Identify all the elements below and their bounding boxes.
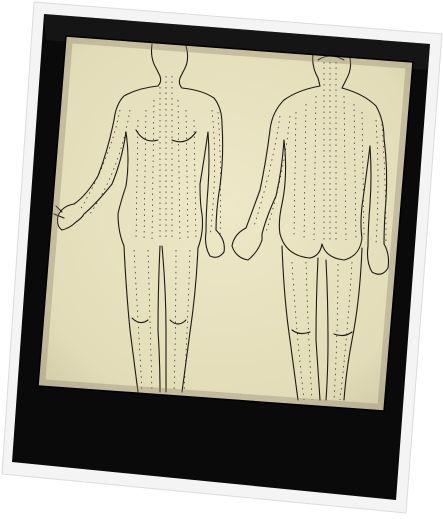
chart-photo [30, 30, 420, 420]
